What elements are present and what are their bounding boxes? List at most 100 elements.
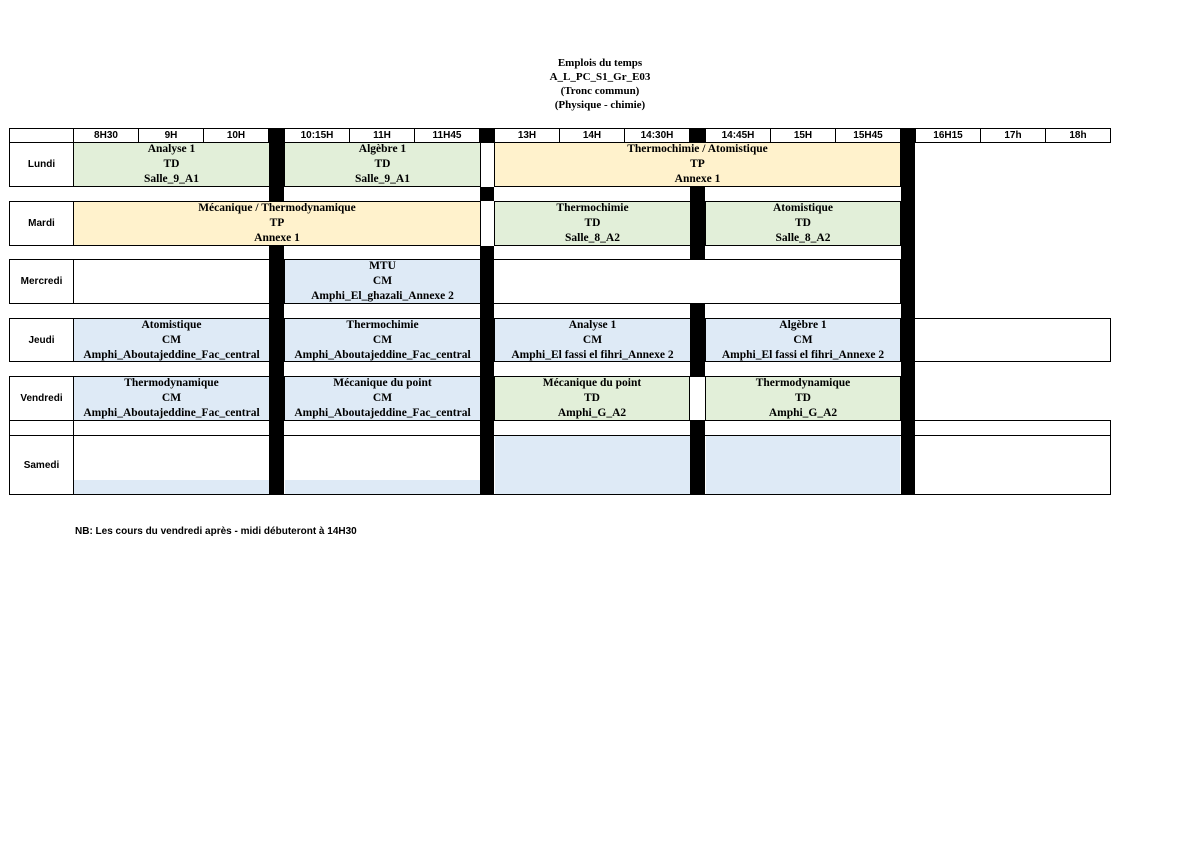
course-mardi-mecanique-tp[interactable]: Mécanique / Thermodynamique TP Annexe 1 (73, 201, 481, 246)
samedi-fill-1 (74, 480, 269, 494)
day-lundi: Lundi (9, 142, 74, 187)
header-10-15h: 10:15H (284, 128, 350, 143)
header-11h45: 11H45 (414, 128, 480, 143)
course-name: Atomistique (141, 318, 202, 331)
course-type: TD (584, 217, 601, 229)
header-15h45: 15H45 (835, 128, 901, 143)
course-name: Analyse 1 (568, 318, 617, 331)
day-mardi: Mardi (9, 201, 74, 246)
course-room: Amphi_Aboutajeddine_Fac_central (83, 407, 260, 419)
course-name: Atomistique (772, 202, 834, 214)
header-14h: 14H (559, 128, 625, 143)
footer-note: NB: Les cours du vendredi après - midi d… (75, 526, 357, 537)
course-room: Salle_9_A1 (355, 173, 410, 185)
break-bar (690, 304, 705, 377)
course-type: TD (584, 392, 600, 404)
samedi-fill-2 (285, 480, 480, 494)
header-18h: 18h (1045, 128, 1111, 143)
course-vendredi-thermodynamique-cm[interactable]: Thermodynamique CM Amphi_Aboutajeddine_F… (73, 376, 270, 421)
samedi-fill-3 (495, 436, 690, 494)
break-bar (269, 246, 284, 495)
break-bar (269, 128, 284, 201)
course-room: Amphi_Aboutajeddine_Fac_central (294, 407, 471, 419)
title-line-2: A_L_PC_S1_Gr_E03 (549, 71, 651, 83)
course-jeudi-thermochimie[interactable]: Thermochimie CM Amphi_Aboutajeddine_Fac_… (284, 318, 481, 362)
course-name: Analyse 1 (147, 143, 196, 155)
course-room: Amphi_G_A2 (768, 407, 838, 419)
course-lundi-analyse[interactable]: Analyse 1 TD Salle_9_A1 (73, 142, 270, 187)
course-type: CM (372, 275, 393, 287)
break-bar (690, 128, 705, 143)
page-title: Emplois du temps A_L_PC_S1_Gr_E03 (Tronc… (450, 56, 750, 112)
header-11h: 11H (349, 128, 415, 143)
course-type: CM (372, 392, 393, 404)
course-name: Algèbre 1 (358, 143, 407, 155)
header-14-45h: 14:45H (705, 128, 771, 143)
spacer-cell (9, 420, 74, 436)
header-corner (9, 128, 74, 143)
header-15h: 15H (770, 128, 836, 143)
header-13h: 13H (494, 128, 560, 143)
course-type: TD (795, 217, 811, 229)
course-mardi-atomistique[interactable]: Atomistique TD Salle_8_A2 (705, 201, 901, 246)
day-jeudi: Jeudi (9, 318, 74, 362)
course-type: CM (372, 333, 393, 346)
course-room: Amphi_El_ghazali_Annexe 2 (311, 290, 454, 302)
day-vendredi: Vendredi (9, 376, 74, 421)
course-vendredi-mecanique-td[interactable]: Mécanique du point TD Amphi_G_A2 (494, 376, 690, 421)
course-room: Amphi_El fassi el fihri_Annexe 2 (511, 348, 674, 361)
break-bar (480, 128, 494, 143)
course-room: Amphi_Aboutajeddine_Fac_central (294, 348, 471, 361)
day-samedi: Samedi (9, 435, 74, 495)
break-bar (901, 128, 915, 495)
course-mercredi-mtu[interactable]: MTU CM Amphi_El_ghazali_Annexe 2 (284, 259, 481, 304)
course-jeudi-analyse[interactable]: Analyse 1 CM Amphi_El fassi el fihri_Ann… (494, 318, 691, 362)
course-type: CM (161, 333, 182, 346)
course-jeudi-atomistique[interactable]: Atomistique CM Amphi_Aboutajeddine_Fac_c… (73, 318, 270, 362)
break-bar (690, 420, 705, 495)
title-line-4: (Physique - chimie) (554, 99, 646, 111)
course-type: CM (793, 333, 813, 346)
course-name: Mécanique du point (542, 377, 642, 389)
course-jeudi-algebre[interactable]: Algèbre 1 CM Amphi_El fassi el fihri_Ann… (705, 318, 901, 362)
course-room: Salle_9_A1 (144, 173, 199, 185)
header-9h: 9H (138, 128, 204, 143)
course-vendredi-thermodynamique-td[interactable]: Thermodynamique TD Amphi_G_A2 (705, 376, 901, 421)
course-name: MTU (369, 260, 396, 272)
course-room: Salle_8_A2 (775, 232, 831, 244)
samedi-fill-4 (706, 436, 900, 494)
course-lundi-algebre[interactable]: Algèbre 1 TD Salle_9_A1 (284, 142, 481, 187)
break-bar (480, 187, 494, 201)
course-room: Annexe 1 (254, 232, 300, 244)
course-type: TD (374, 158, 391, 170)
header-14-30h: 14:30H (624, 128, 690, 143)
header-17h: 17h (980, 128, 1046, 143)
spacer-row (73, 420, 1111, 436)
course-mardi-thermochimie[interactable]: Thermochimie TD Salle_8_A2 (494, 201, 691, 246)
course-type: TD (795, 392, 811, 404)
course-name: Algèbre 1 (779, 318, 827, 331)
course-name: Thermochimie (556, 202, 629, 214)
course-room: Annexe 1 (674, 173, 721, 185)
course-type: CM (161, 392, 182, 404)
course-type: TP (690, 158, 705, 170)
course-room: Salle_8_A2 (565, 232, 620, 244)
course-lundi-thermochimie-tp[interactable]: Thermochimie / Atomistique TP Annexe 1 (494, 142, 901, 187)
course-name: Thermodynamique (124, 377, 219, 389)
header-8h30: 8H30 (73, 128, 139, 143)
break-bar (480, 246, 494, 495)
course-vendredi-mecanique-cm[interactable]: Mécanique du point CM Amphi_Aboutajeddin… (284, 376, 481, 421)
header-16h15: 16H15 (915, 128, 981, 143)
course-room: Amphi_Aboutajeddine_Fac_central (83, 348, 260, 361)
title-line-3: (Tronc commun) (560, 85, 640, 97)
course-type: TD (163, 158, 180, 170)
course-name: Mécanique / Thermodynamique (198, 202, 356, 214)
header-10h: 10H (203, 128, 269, 143)
course-room: Amphi_G_A2 (557, 407, 627, 419)
course-type: CM (582, 333, 603, 346)
course-name: Mécanique du point (333, 377, 432, 389)
course-type: TP (269, 217, 285, 229)
break-bar (690, 187, 705, 260)
course-name: Thermodynamique (755, 377, 851, 389)
